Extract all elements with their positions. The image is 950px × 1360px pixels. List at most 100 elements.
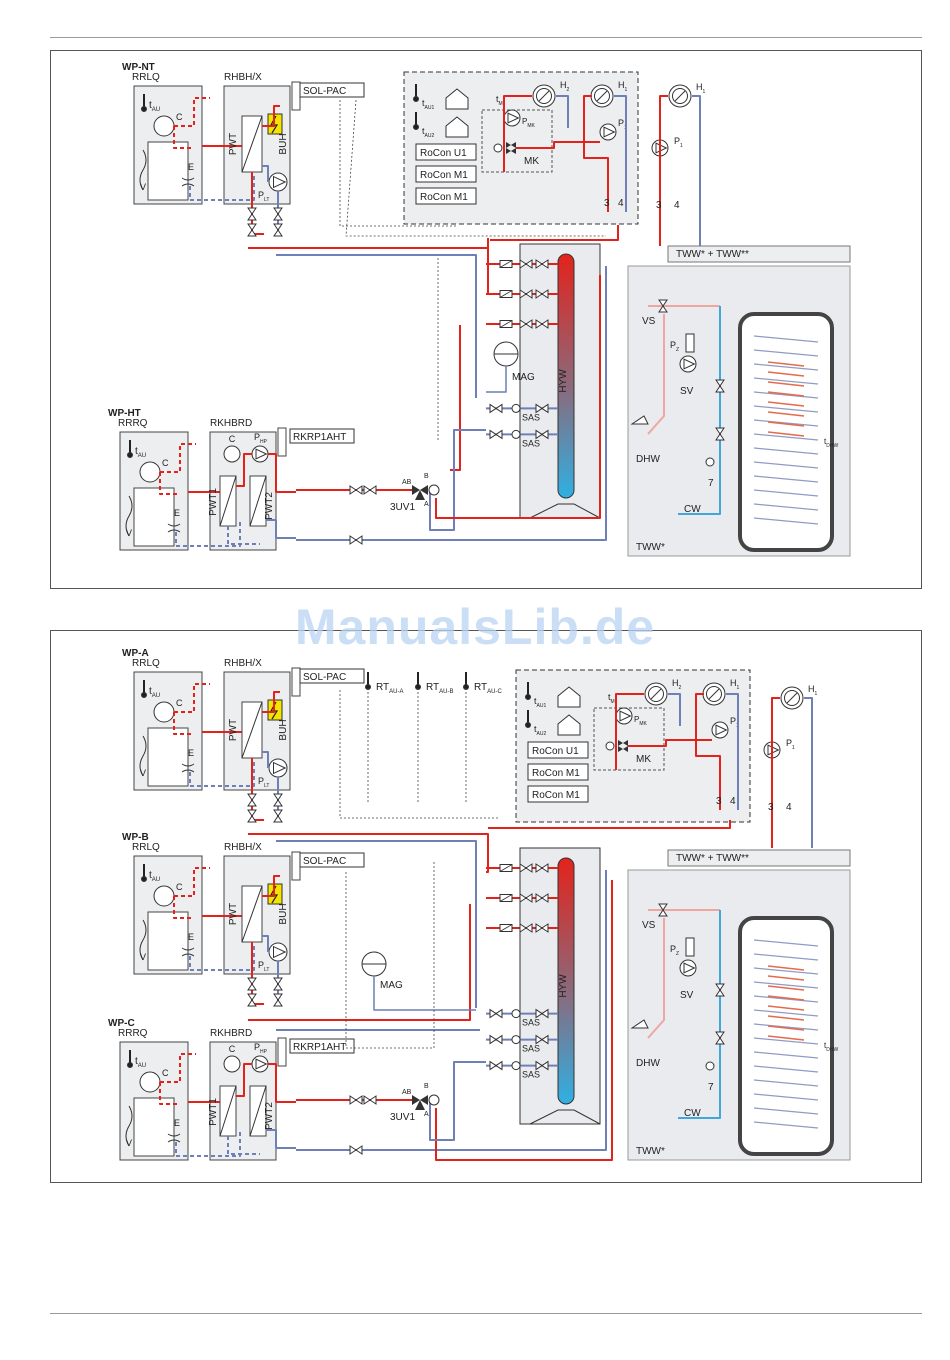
cw-line — [678, 306, 721, 515]
coil-cold — [753, 1051, 819, 1059]
supply-mk — [615, 693, 644, 770]
coil-hot — [767, 411, 805, 417]
p1-ext-pump-icon-glyph — [655, 142, 668, 154]
refrigerant-cold — [189, 762, 255, 787]
coil-cold — [753, 335, 819, 343]
phe2-label: PWT2 — [264, 492, 275, 520]
p1-ext-label: P1 — [786, 738, 795, 751]
tmi-label: tMI — [608, 692, 616, 705]
sludge-separator-icon — [511, 1035, 521, 1045]
supply-mk — [503, 95, 532, 172]
expansion-label: E — [174, 1118, 180, 1128]
compressor-2-label: C — [229, 434, 236, 444]
unit-title: WP-HT — [108, 408, 141, 419]
valve-label: 3UV1 — [390, 502, 415, 513]
to-dhw — [435, 275, 601, 519]
room-temp-icon-1-bulb — [413, 96, 419, 102]
tank-stand — [529, 503, 601, 519]
shutoff-valve-icon — [519, 259, 533, 269]
outdoor-temp-label: tAU — [135, 446, 146, 459]
coil-hot — [767, 391, 805, 397]
rocon-label: RoCon M1 — [420, 192, 468, 203]
check-valve-glyph — [499, 290, 513, 298]
ext-return — [692, 95, 701, 246]
radiator-h1-icon-glyph — [596, 90, 608, 102]
indoor-model: RHBH/X — [224, 842, 262, 853]
coil-cold — [753, 433, 819, 441]
cw-line — [678, 910, 721, 1119]
shutoff-valve-icon — [519, 863, 533, 873]
water-cold — [262, 935, 269, 952]
pump-label: PLT — [258, 776, 269, 789]
phe1-label: PWT1 — [208, 488, 219, 516]
outdoor-temp-icon-bulb — [141, 692, 147, 698]
seven-label: 7 — [708, 1082, 714, 1093]
three-way-valve-icon — [412, 485, 428, 500]
shutoff-valve-icon — [273, 793, 283, 807]
rocon-label: RoCon M1 — [532, 790, 580, 801]
port-a: A — [424, 1111, 429, 1118]
refrigerant-hot — [160, 443, 196, 473]
h1-ext-label: H1 — [808, 684, 818, 697]
refrigerant-hot — [236, 1063, 252, 1097]
coil-hot — [767, 401, 805, 407]
vs-valve-icon — [658, 903, 668, 917]
coil-cold — [753, 981, 819, 989]
cw-label: CW — [684, 504, 701, 515]
coil-hot — [767, 1015, 805, 1021]
module-label-box — [289, 1038, 355, 1054]
shutoff-valve-icon — [489, 1034, 503, 1045]
module-label: RKRP1AHT — [293, 1042, 346, 1053]
refrigerant-hot — [174, 683, 210, 713]
fan-icon — [139, 919, 147, 961]
conn-3: 3 — [716, 796, 722, 807]
sludge-separator-icon — [511, 1009, 521, 1019]
compressor-label: C — [162, 458, 169, 468]
coil-cold — [753, 461, 819, 469]
sas-label: SAS — [522, 1044, 540, 1054]
coil-cold — [753, 1107, 819, 1115]
hp-pump-icon-glyph — [255, 1058, 268, 1070]
fan-label: V — [126, 528, 132, 538]
shutoff-valve-icon — [247, 809, 257, 823]
refrigerant-cold — [175, 522, 241, 547]
unit-title: WP-B — [122, 832, 149, 843]
h1-label: H1 — [730, 678, 740, 691]
coil-hot — [767, 965, 805, 971]
shutoff-valve-icon — [363, 1095, 377, 1105]
shutoff-valve-icon — [247, 993, 257, 1007]
shutoff-valve-icon — [273, 223, 283, 237]
shutoff-valve-icon — [273, 993, 283, 1007]
compressor-icon — [139, 1071, 161, 1093]
pz-pump-icon-glyph — [683, 358, 696, 370]
water-cold — [262, 751, 269, 768]
coil-cold — [753, 363, 819, 371]
shutoff-valve-icon — [489, 429, 503, 440]
mk-label: MK — [636, 754, 651, 765]
shutoff-valve-icon — [349, 1095, 363, 1105]
tank-stand — [529, 1109, 601, 1125]
conn-3: 3 — [604, 198, 610, 209]
pz-pump-icon-glyph — [683, 962, 696, 974]
coil-cold — [753, 1121, 819, 1129]
shutoff-valve-icon — [247, 793, 257, 807]
return-h2 — [556, 95, 569, 128]
coil-cold — [753, 1037, 819, 1045]
coil-cold — [753, 995, 819, 1003]
shutoff-valve-icon — [349, 1145, 363, 1155]
outdoor-temp-icon-bulb — [141, 106, 147, 112]
rocon-box — [527, 785, 589, 803]
sludge-separator-icon — [511, 1061, 521, 1071]
shutoff-valve-icon — [535, 893, 549, 903]
coil-cold — [753, 1065, 819, 1073]
outdoor-temp-icon-bulb — [141, 876, 147, 882]
valve-motor-icon — [428, 484, 440, 496]
main-return — [276, 254, 477, 398]
port-ab: AB — [402, 479, 412, 486]
expansion-valve-icon — [167, 523, 181, 533]
mixing-valve-icon — [618, 740, 628, 752]
refrigerant-cold — [227, 526, 260, 545]
conn-3-ext: 3 — [656, 200, 662, 211]
tmi-label: tMI — [496, 94, 504, 107]
